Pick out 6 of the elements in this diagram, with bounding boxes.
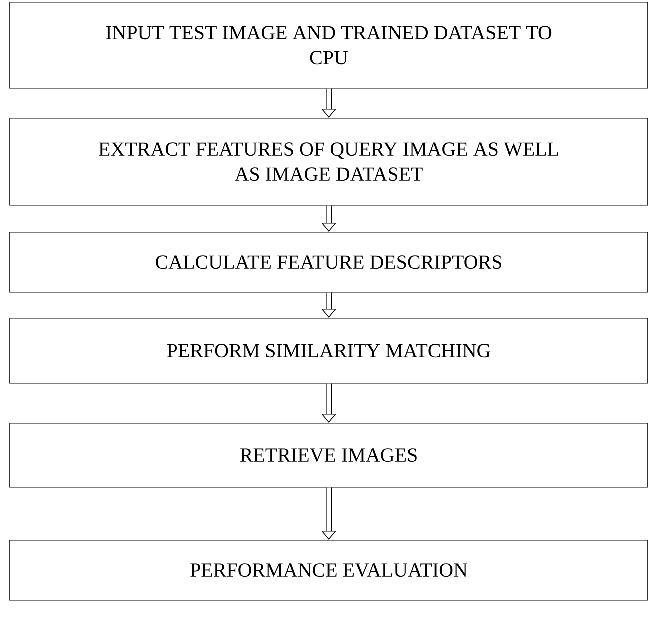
process-box: INPUT TEST IMAGE AND TRAINED DATASET TO CPU xyxy=(10,2,648,89)
process-box: PERFORMANCE EVALUATION xyxy=(10,540,648,601)
process-box: PERFORM SIMILARITY MATCHING xyxy=(10,318,648,384)
process-box: EXTRACT FEATURES OF QUERY IMAGE AS WELL AS IMAGE DATASET xyxy=(10,118,648,206)
process-box: RETRIEVE IMAGES xyxy=(10,423,648,488)
process-box: CALCULATE FEATURE DESCRIPTORS xyxy=(10,232,648,293)
